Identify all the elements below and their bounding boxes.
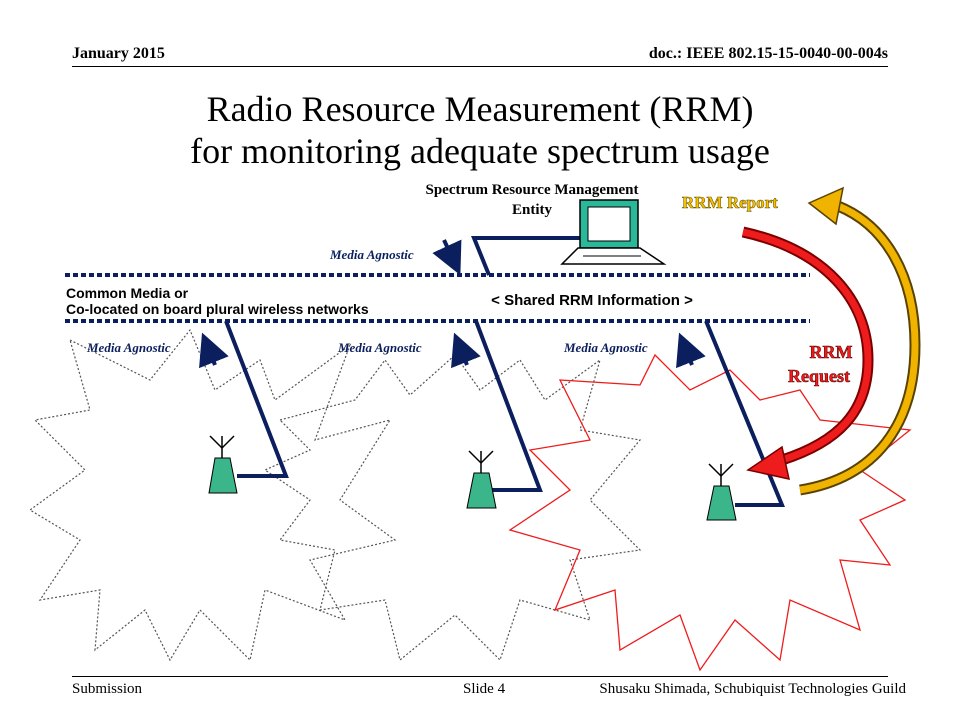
antenna-left-icon — [208, 435, 238, 494]
network-connector-right — [704, 320, 785, 507]
media-agnostic-label-center: Media Agnostic — [337, 340, 422, 355]
media-agnostic-label-entity: Media Agnostic — [329, 247, 414, 262]
antenna-center-icon — [466, 450, 497, 509]
coverage-area-left — [28, 328, 397, 662]
shared-rrm-info-label: < Shared RRM Information > — [491, 292, 693, 309]
media-agnostic-arrow-left — [199, 332, 229, 369]
rrm-report-arrow — [799, 186, 921, 496]
header-doc-id: doc.: IEEE 802.15-15-0040-00-004s — [648, 45, 888, 62]
media-agnostic-arrow-center — [451, 332, 481, 369]
footer-rule — [72, 676, 888, 677]
rrm-report-label: RRM Report — [682, 193, 778, 212]
coverage-area-right — [508, 353, 912, 672]
header-date: January 2015 — [72, 45, 165, 62]
common-media-label-line-2: Co-located on board plural wireless netw… — [66, 301, 369, 317]
entity-label-line-1: Spectrum Resource Management — [425, 182, 638, 198]
media-agnostic-arrow-right — [676, 332, 706, 369]
entity-label-line-2: Entity — [512, 202, 553, 218]
antenna-right-icon — [706, 463, 737, 521]
media-agnostic-label-right: Media Agnostic — [563, 340, 648, 355]
title-line-1: Radio Resource Measurement (RRM) — [206, 89, 754, 129]
footer-submission: Submission — [72, 681, 143, 697]
slide-title: Radio Resource Measurement (RRM) for mon… — [0, 88, 960, 172]
media-agnostic-arrow-entity — [432, 239, 462, 276]
rrm-request-label-line-1: RRM — [810, 342, 853, 362]
common-media-label-line-1: Common Media or — [66, 285, 189, 301]
footer-author: Shusaku Shimada, Schubiquist Technologie… — [599, 681, 906, 697]
title-line-2: for monitoring adequate spectrum usage — [190, 131, 770, 171]
media-agnostic-label-left: Media Agnostic — [86, 340, 171, 355]
network-connector-left — [224, 320, 289, 478]
coverage-area-center — [263, 354, 642, 662]
rrm-request-label-line-2: Request — [788, 366, 850, 386]
rrm-request-arrow — [741, 226, 874, 480]
header-rule — [72, 66, 888, 67]
entity-connector — [471, 236, 580, 276]
footer-slide-number: Slide 4 — [463, 681, 506, 697]
computer-icon — [560, 199, 667, 265]
network-connector-center — [474, 320, 543, 492]
